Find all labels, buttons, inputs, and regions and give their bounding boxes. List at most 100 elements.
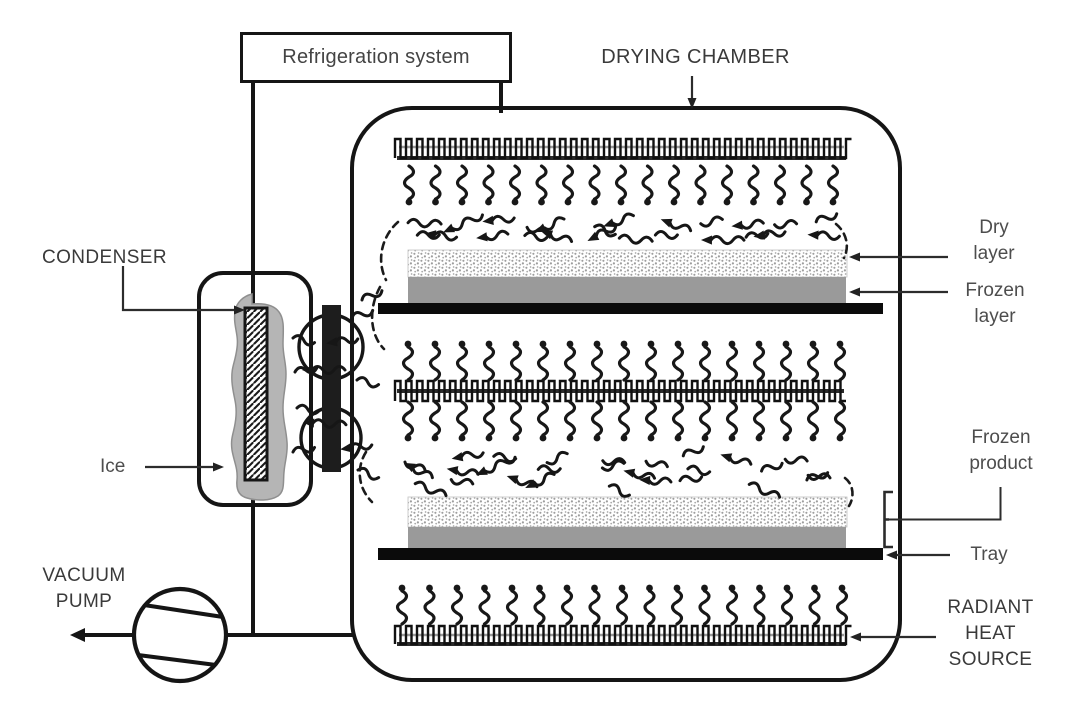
duct-vapor xyxy=(291,289,384,481)
heat-wave-row xyxy=(402,164,840,206)
heat-wave-icon xyxy=(752,400,766,437)
heat-wave-icon xyxy=(508,164,522,201)
frozen-layer-2 xyxy=(408,527,846,548)
vapor-arrow-icon xyxy=(814,212,839,224)
heat-wave-icon xyxy=(401,345,415,382)
vapor-trails xyxy=(358,220,854,508)
vapor-arrow-icon xyxy=(424,230,459,242)
pump-vane-upper xyxy=(143,603,224,619)
heat-wave-icon xyxy=(725,400,739,437)
vapor-arrow-icon xyxy=(350,308,375,320)
vapor-duct xyxy=(297,305,365,472)
heat-wave-icon xyxy=(509,345,523,382)
vapor-arrow-icon xyxy=(783,455,809,465)
vapor-arrow-icon xyxy=(356,466,381,481)
heat-wave-icon xyxy=(725,345,739,382)
heater-coils xyxy=(393,137,852,646)
heat-wave-icon xyxy=(773,164,787,201)
vapor-arrow-icon xyxy=(545,450,569,466)
vapor-arrow-icon xyxy=(525,471,556,489)
heat-wave-icon xyxy=(429,164,442,201)
vapor-arrow-icon xyxy=(360,289,384,302)
heat-wave-icon xyxy=(563,400,577,437)
heat-wave-icon xyxy=(402,164,416,201)
vapor-arrow-icon xyxy=(326,336,360,347)
heat-wave-icon xyxy=(590,400,604,437)
vapor-arrow-icon xyxy=(291,445,317,454)
heat-wave-row xyxy=(401,340,847,382)
vapor-arrow-icon xyxy=(603,212,635,228)
vapor-arrow-icon xyxy=(617,233,654,245)
refrigeration-system-box: Refrigeration system xyxy=(240,32,512,83)
vapor-trail xyxy=(370,285,386,351)
heat-wave-icon xyxy=(588,589,601,626)
vapor-arrow-icon xyxy=(700,235,746,246)
vapor-arrow-icon xyxy=(653,230,679,240)
vapor-arrow-icon xyxy=(686,464,712,477)
vacuum-exhaust-arrowhead xyxy=(70,628,85,642)
frozen-product-bracket xyxy=(883,490,893,549)
frozen-product-label: Frozen product xyxy=(969,427,1033,475)
heat-wave-icon xyxy=(833,345,847,382)
vapor-trail xyxy=(358,450,374,504)
vapor-arrow-icon xyxy=(731,218,765,230)
heat-wave-icon xyxy=(401,400,415,437)
heat-wave-icon xyxy=(641,164,654,201)
vapor-arrow-icon xyxy=(295,403,321,416)
heat-wave-icon xyxy=(590,345,604,382)
dry-layer-2 xyxy=(407,496,848,528)
heat-wave-icon xyxy=(806,345,820,382)
heat-wave-icon xyxy=(670,589,684,626)
heat-wave-icon xyxy=(509,400,523,437)
tray-bar-1 xyxy=(378,303,883,314)
vapor-arrow-icon xyxy=(355,376,381,389)
vapor-arrow-icon xyxy=(291,334,317,347)
heat-wave-icon xyxy=(536,400,550,437)
vapor-arrow-icon xyxy=(293,366,319,375)
dry-layer-label: Dry layer xyxy=(973,217,1015,265)
heat-wave-icon xyxy=(779,345,793,382)
vapor-arrow-icon xyxy=(534,216,566,233)
heat-wave-icon xyxy=(617,400,631,437)
vapor-arrow-icon xyxy=(623,468,656,480)
heat-wave-icon xyxy=(615,589,629,626)
vapor-arrow-icon xyxy=(805,471,830,482)
condenser-coil-plate xyxy=(243,306,269,482)
heat-wave-icon xyxy=(720,164,734,201)
heat-wave-icon xyxy=(780,589,794,626)
heat-wave-icon xyxy=(698,589,711,626)
vapor-arrow-icon xyxy=(443,213,484,233)
heat-wave-icon xyxy=(395,589,409,626)
heat-wave-icon xyxy=(455,400,469,437)
heat-wave-icon xyxy=(747,164,760,201)
heat-wave-icon xyxy=(450,589,464,626)
heat-wave-icon xyxy=(482,164,495,201)
vapor-arrow-icon xyxy=(475,455,517,476)
heat-wave-icon xyxy=(667,164,681,201)
heat-wave-icon xyxy=(752,345,766,382)
heat-wave-icon xyxy=(694,164,707,201)
vapor-arrow-icon xyxy=(760,461,784,473)
dry-layer-arrowhead xyxy=(849,252,860,262)
vapor-arrow-icon xyxy=(446,466,480,477)
heat-wave-icon xyxy=(806,400,820,437)
vapor-arrow-icon xyxy=(406,217,443,229)
tray-bar-2 xyxy=(378,548,883,560)
vapor-arrow-icon xyxy=(644,459,669,469)
vapor-arrow-icon xyxy=(720,453,753,466)
heat-wave-icon xyxy=(455,345,469,382)
annotation-arrowheads xyxy=(213,98,897,642)
heat-wave-icon xyxy=(428,400,442,437)
heat-wave-icon xyxy=(779,400,793,437)
condenser-internals xyxy=(230,293,288,501)
heat-wave-icon xyxy=(644,400,658,437)
heat-wave-icon xyxy=(808,589,821,626)
heat-wave-icon xyxy=(833,400,847,437)
heat-wave-row xyxy=(401,400,847,442)
heat-wave-icon xyxy=(533,589,546,626)
tray-assembly-1 xyxy=(378,249,883,314)
condenser-arrowhead xyxy=(234,305,245,315)
heat-wave-icon xyxy=(505,589,519,626)
